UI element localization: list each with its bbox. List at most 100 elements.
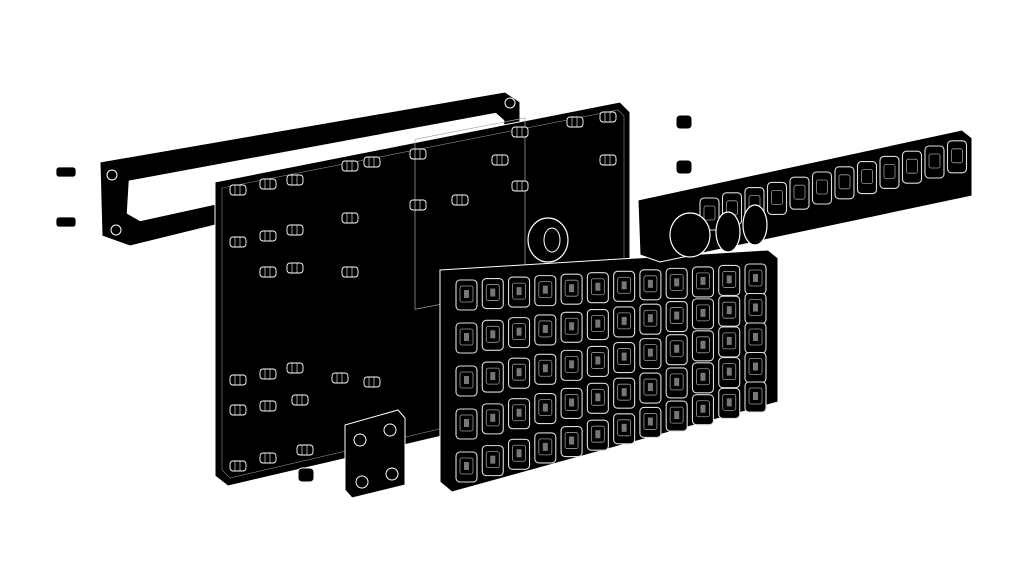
key xyxy=(665,367,688,399)
key-grid xyxy=(455,263,767,483)
key xyxy=(560,425,583,458)
key xyxy=(639,406,662,439)
key xyxy=(691,330,715,362)
standoff xyxy=(259,452,277,464)
key xyxy=(560,273,583,305)
standoff xyxy=(599,111,617,123)
key xyxy=(534,393,557,425)
key xyxy=(691,298,715,330)
standoff xyxy=(599,154,617,166)
key xyxy=(534,432,557,464)
standoff xyxy=(341,266,359,278)
key xyxy=(534,314,557,346)
standoff xyxy=(409,199,427,211)
key xyxy=(481,277,504,310)
key xyxy=(744,292,767,325)
key xyxy=(560,349,583,381)
key xyxy=(455,322,478,354)
key xyxy=(586,382,609,414)
key xyxy=(718,326,741,358)
standoff xyxy=(341,212,359,224)
key xyxy=(613,377,636,409)
function-key xyxy=(946,140,968,174)
standoff xyxy=(511,126,529,138)
function-key xyxy=(766,181,788,215)
standoff xyxy=(229,404,247,416)
key xyxy=(718,387,741,419)
standoff xyxy=(259,368,277,380)
key xyxy=(744,322,767,354)
key xyxy=(507,357,531,389)
function-key xyxy=(789,176,810,210)
key xyxy=(691,266,715,298)
key xyxy=(507,398,531,430)
small-bracket xyxy=(344,409,406,499)
key xyxy=(639,269,662,301)
spacer-icon xyxy=(297,114,693,483)
key xyxy=(455,279,478,311)
key xyxy=(613,306,636,338)
key xyxy=(560,387,583,420)
key xyxy=(586,272,609,304)
standoff xyxy=(229,184,247,196)
function-key xyxy=(901,150,923,184)
standoff xyxy=(259,400,277,412)
standoff xyxy=(229,236,247,248)
key xyxy=(507,276,531,308)
key xyxy=(665,400,688,432)
standoff xyxy=(229,374,247,386)
key xyxy=(639,303,662,335)
key xyxy=(718,357,741,389)
key xyxy=(560,311,583,343)
function-key xyxy=(856,161,878,195)
function-key xyxy=(811,171,833,205)
key xyxy=(534,275,557,307)
standoff xyxy=(341,160,359,172)
key xyxy=(744,381,767,413)
key xyxy=(481,403,504,435)
key xyxy=(691,394,715,426)
key xyxy=(718,264,741,297)
standoff xyxy=(363,156,381,168)
key xyxy=(507,438,531,470)
key xyxy=(455,408,478,440)
key xyxy=(613,413,636,445)
rotary-encoder-icon xyxy=(527,204,768,263)
standoff xyxy=(259,230,277,242)
standoff xyxy=(259,178,277,190)
standoff xyxy=(296,444,314,456)
standoff xyxy=(229,460,247,472)
key xyxy=(613,341,636,374)
key xyxy=(744,351,767,384)
standoff xyxy=(511,180,529,192)
key xyxy=(586,419,609,451)
key xyxy=(481,361,504,393)
standoff xyxy=(286,224,304,236)
key xyxy=(455,365,478,397)
key xyxy=(665,300,688,333)
function-key xyxy=(834,166,855,200)
standoff xyxy=(409,148,427,160)
key xyxy=(665,267,688,299)
function-key xyxy=(924,145,945,179)
key xyxy=(586,309,609,341)
standoff xyxy=(286,362,304,374)
standoff xyxy=(491,154,509,166)
standoffs xyxy=(229,111,617,472)
screw-icon xyxy=(55,166,77,228)
standoff xyxy=(363,376,381,388)
key xyxy=(639,372,662,404)
key xyxy=(534,353,557,385)
standoff xyxy=(331,372,349,384)
key xyxy=(507,317,531,349)
key xyxy=(744,263,767,295)
key xyxy=(481,445,504,477)
function-key xyxy=(879,155,900,189)
key xyxy=(665,334,688,366)
key xyxy=(691,362,715,394)
key xyxy=(613,270,636,302)
key xyxy=(639,338,662,370)
standoff xyxy=(566,116,584,128)
standoff xyxy=(286,174,304,186)
